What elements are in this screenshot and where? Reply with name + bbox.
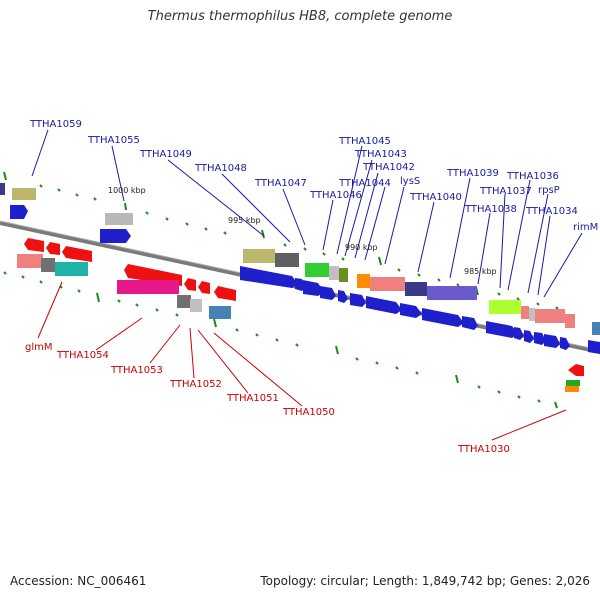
gene-label-tha1047: TTHA1047 — [254, 178, 307, 189]
gene-label-tha1043: TTHA1043 — [354, 149, 407, 160]
gene-label-tha1037: TTHA1037 — [479, 186, 532, 197]
gene-label-tha1042: TTHA1042 — [362, 162, 415, 173]
gene-label-tha1053: TTHA1053 — [110, 365, 163, 376]
scale-track-lower — [3, 271, 558, 409]
gene-label-rpsp: rpsP — [538, 185, 560, 196]
gene-label-glmm: glmM — [25, 342, 53, 353]
gene-label-tha1055: TTHA1055 — [87, 135, 140, 146]
page-title: Thermus thermophilus HB8, complete genom… — [147, 9, 453, 24]
gene-label-tha1054: TTHA1054 — [56, 350, 109, 361]
gene-label-lyss: lysS — [400, 176, 420, 187]
gene-label-tha1036: TTHA1036 — [506, 171, 559, 182]
gene-label-tha1059: TTHA1059 — [29, 119, 82, 130]
reverse-features-left — [17, 238, 236, 319]
gene-label-tha1040: TTHA1040 — [409, 192, 462, 203]
scale-label-1000: 1000 kbp — [108, 186, 146, 195]
leader-lines-forward — [31, 129, 583, 298]
gene-label-tha1048: TTHA1048 — [194, 163, 247, 174]
gene-label-tha1030: TTHA1030 — [457, 444, 510, 455]
gene-label-tha1038: TTHA1038 — [464, 204, 517, 215]
gene-label-rimm: rimM — [573, 222, 598, 233]
gene-label-tha1044: TTHA1044 — [338, 178, 391, 189]
gene-label-tha1049: TTHA1049 — [139, 149, 192, 160]
gene-label-tha1045: TTHA1045 — [338, 136, 391, 147]
gene-label-tha1051: TTHA1051 — [226, 393, 279, 404]
forward-features-main — [240, 249, 600, 392]
gene-label-tha1046: TTHA1046 — [309, 190, 362, 201]
gene-label-tha1034: TTHA1034 — [525, 206, 578, 217]
leader-lines-reverse — [37, 281, 567, 441]
gene-label-tha1052: TTHA1052 — [169, 379, 222, 390]
scale-label-990: 990 kbp — [345, 243, 378, 252]
accession-text: Accession: NC_006461 — [10, 574, 147, 588]
genome-summary-text: Topology: circular; Length: 1,849,742 bp… — [260, 574, 590, 588]
feature-blocks-left — [0, 183, 133, 243]
gene-label-tha1039: TTHA1039 — [446, 168, 499, 179]
gene-label-tha1050: TTHA1050 — [282, 407, 335, 418]
